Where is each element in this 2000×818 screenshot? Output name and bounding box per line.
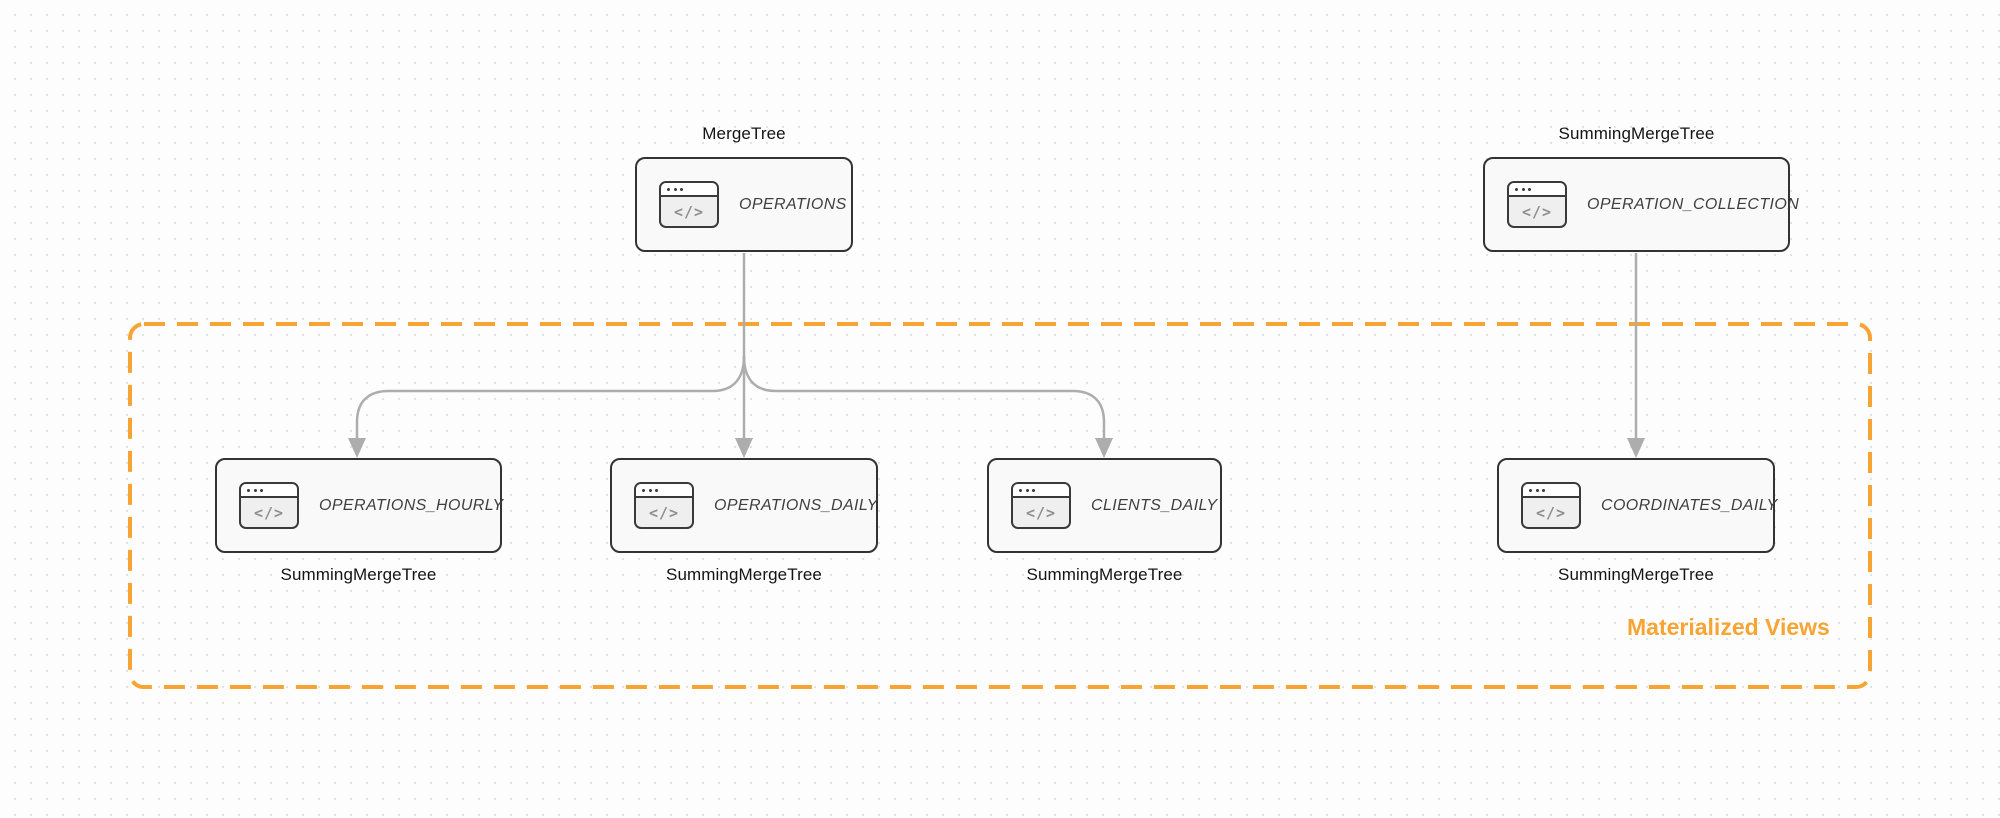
engine-label: SummingMergeTree bbox=[1026, 565, 1183, 584]
edge-operations-to-clients-daily bbox=[742, 355, 1106, 442]
window-dots bbox=[1013, 484, 1069, 498]
node-title: OPERATIONS_DAILY bbox=[714, 496, 878, 514]
node-operations-hourly: </> OPERATIONS_HOURLY SummingMergeTree bbox=[215, 458, 504, 584]
engine-label: SummingMergeTree bbox=[280, 565, 437, 584]
code-window-icon: </> bbox=[1507, 181, 1567, 228]
code-glyph: </> bbox=[253, 504, 285, 522]
materialized-views-group-outline bbox=[128, 322, 1872, 689]
code-window-icon: </> bbox=[239, 482, 299, 529]
node-title: OPERATIONS_HOURLY bbox=[319, 496, 504, 514]
engine-label: SummingMergeTree bbox=[1558, 565, 1714, 584]
engine-label: SummingMergeTree bbox=[1558, 124, 1715, 143]
window-dots bbox=[241, 484, 297, 498]
node-operation-collection: SummingMergeTree </> OPERATION_COLLECTIO… bbox=[1483, 124, 1799, 252]
engine-label: SummingMergeTree bbox=[666, 565, 822, 584]
node-clients-daily: </> CLIENTS_DAILY SummingMergeTree bbox=[987, 458, 1222, 584]
code-glyph: </> bbox=[1025, 504, 1057, 522]
materialized-views-group-label: Materialized Views bbox=[1627, 614, 1830, 640]
arrowhead-icon bbox=[1627, 438, 1645, 458]
table-node-operations-daily[interactable]: </> OPERATIONS_DAILY bbox=[610, 458, 878, 553]
engine-label: MergeTree bbox=[702, 124, 786, 143]
node-title: CLIENTS_DAILY bbox=[1091, 496, 1218, 514]
arrowhead-icon bbox=[735, 438, 753, 458]
table-node-operation-collection[interactable]: </> OPERATION_COLLECTION bbox=[1483, 157, 1799, 252]
table-node-coordinates-daily[interactable]: </> COORDINATES_DAILY bbox=[1497, 458, 1778, 553]
window-dots bbox=[636, 484, 692, 498]
code-glyph: </> bbox=[673, 203, 705, 221]
node-title: COORDINATES_DAILY bbox=[1601, 496, 1778, 514]
table-node-clients-daily[interactable]: </> CLIENTS_DAILY bbox=[987, 458, 1222, 553]
code-glyph: </> bbox=[648, 504, 680, 522]
code-glyph: </> bbox=[1535, 504, 1567, 522]
table-node-operations[interactable]: </> OPERATIONS bbox=[635, 157, 853, 252]
window-dots bbox=[1523, 484, 1579, 498]
node-operations-daily: </> OPERATIONS_DAILY SummingMergeTree bbox=[610, 458, 878, 584]
window-dots bbox=[661, 183, 717, 197]
arrowhead-icon bbox=[1095, 438, 1113, 458]
node-coordinates-daily: </> COORDINATES_DAILY SummingMergeTree bbox=[1497, 458, 1778, 584]
node-title: OPERATIONS bbox=[739, 195, 847, 213]
node-title: OPERATION_COLLECTION bbox=[1587, 195, 1800, 213]
node-operations: MergeTree </> OPERATIONS bbox=[635, 124, 853, 252]
code-window-icon: </> bbox=[1011, 482, 1071, 529]
code-window-icon: </> bbox=[1521, 482, 1581, 529]
code-window-icon: </> bbox=[634, 482, 694, 529]
code-window-icon: </> bbox=[659, 181, 719, 228]
window-dots bbox=[1509, 183, 1565, 197]
arrowhead-icon bbox=[348, 438, 366, 458]
table-node-operations-hourly[interactable]: </> OPERATIONS_HOURLY bbox=[215, 458, 504, 553]
edge-operations-to-operations-hourly bbox=[355, 355, 746, 442]
code-glyph: </> bbox=[1521, 203, 1553, 221]
